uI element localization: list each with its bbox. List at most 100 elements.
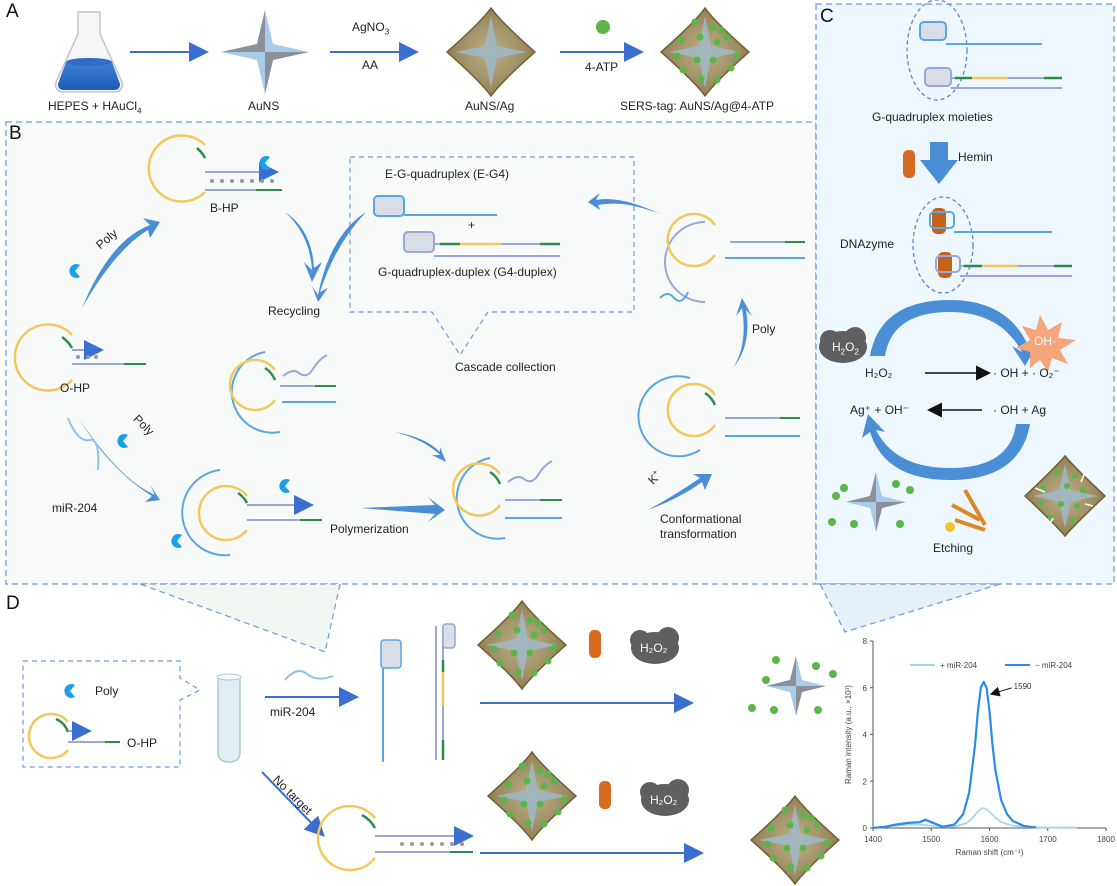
c-g4-duplex	[924, 67, 1062, 89]
x-tick-label: 1500	[922, 835, 940, 844]
label-conformational-1: Conformational	[660, 512, 742, 526]
label-plus: +	[468, 218, 476, 232]
panel-c-letter: C	[820, 6, 834, 27]
d-o-hp-bottom	[316, 804, 474, 872]
c-e-g4	[919, 21, 1042, 45]
o-hp-hairpin	[13, 323, 146, 392]
big-arrow-conformational	[648, 474, 712, 510]
d-mir-strand	[284, 670, 334, 681]
h2o2-h: H	[832, 340, 841, 354]
y-tick-label: 6	[863, 684, 868, 693]
etched-nanostar-icon	[828, 472, 914, 532]
d-etched-nanostar	[748, 656, 837, 716]
legend-label: − miR-204	[1035, 661, 1073, 670]
label-o-hp: O-HP	[60, 381, 90, 395]
right-hairpin-bottom	[637, 375, 800, 458]
polymerase-icon	[259, 156, 270, 171]
arrow-no-target	[261, 771, 325, 837]
label-reaction1-right: · OH + · O₂⁻	[993, 366, 1060, 380]
c-dnazyme-1	[929, 208, 1052, 234]
test-tube-icon	[216, 673, 242, 763]
label-oh-burst: OH·	[1034, 334, 1056, 348]
x-tick-label: 1700	[1039, 835, 1057, 844]
label-polymerization: Polymerization	[330, 522, 409, 536]
polymerase-icon	[171, 534, 182, 548]
panel-b-letter: B	[9, 123, 22, 144]
callout-c-to-chart	[819, 583, 1001, 633]
label-d-mir-204: miR-204	[270, 705, 316, 719]
x-tick-label: 1600	[981, 835, 999, 844]
h2o2-cloud-icon	[640, 779, 689, 816]
cascade-box	[349, 156, 635, 357]
aunsag-particle-icon	[445, 6, 537, 98]
h2o2-sub2: 2	[854, 347, 859, 357]
big-arrow-recycling-1	[285, 212, 322, 282]
oh-burst-icon	[1016, 315, 1076, 372]
label-e-g4: E-G-quadruplex (E-G4)	[385, 167, 510, 181]
d-sers-tag-result	[749, 794, 841, 886]
label-d-poly: Poly	[95, 684, 119, 698]
label-4atp: 4-ATP	[585, 60, 619, 74]
polymerase-icon	[64, 684, 75, 698]
vertical-e-g4	[380, 639, 402, 762]
mir-204-strand	[67, 417, 100, 471]
polymerase-icon	[279, 479, 290, 494]
y-tick-label: 4	[863, 731, 868, 740]
series-line-minus-mir	[872, 680, 1037, 830]
label-b-hp: B-HP	[210, 201, 239, 215]
annotation-arrow	[989, 686, 1012, 697]
label-sers-tag: SERS-tag: AuNS/Ag@4-ATP	[620, 99, 775, 113]
etched-sers-tag-icon	[1023, 454, 1107, 538]
y-tick-label: 0	[863, 824, 868, 833]
label-g4-moieties: G-quadruplex moieties	[872, 110, 993, 124]
label-hemin: Hemin	[958, 150, 993, 164]
label-agno3-sub: 3	[384, 27, 390, 37]
panel-d-letter: D	[6, 593, 20, 614]
annotation-label: 1590	[1014, 682, 1032, 691]
cycle-arrow-bottom	[862, 414, 1030, 480]
label-recycling: Recycling	[268, 304, 321, 318]
h2o2-cloud-icon	[630, 627, 679, 664]
panel-a-letter: A	[6, 1, 19, 22]
big-arrow-mir	[80, 420, 160, 502]
reagent-box	[22, 660, 202, 768]
label-g4-duplex: G-quadruplex-duplex (G4-duplex)	[378, 265, 557, 279]
hemin-icon	[589, 630, 601, 658]
bottom-hairpin	[181, 469, 322, 557]
chart-legend: + miR-204− miR-204	[910, 661, 1073, 670]
g4-duplex-structure	[403, 231, 560, 257]
label-mir-204: miR-204	[52, 501, 98, 515]
label-conformational-2: transformation	[660, 527, 737, 541]
polymerase-icon	[69, 264, 80, 278]
big-arrow-polymerization	[360, 497, 445, 522]
big-arrow-to-center	[395, 432, 446, 462]
label-hepes-sub: 4	[137, 106, 142, 116]
center-hairpin	[451, 457, 562, 540]
d-sers-tag-bottom	[486, 750, 578, 842]
label-d-o-hp: O-HP	[127, 736, 157, 750]
big-arrow-poly-up	[82, 218, 160, 308]
e-g4-structure	[373, 195, 497, 217]
label-reaction2-left: Ag⁺ + OH⁻	[850, 403, 910, 417]
x-tick-label: 1400	[864, 835, 882, 844]
d-sers-tag-top	[476, 599, 568, 691]
polymerase-icon	[117, 434, 128, 449]
h2o2-sub1: 2	[840, 347, 846, 357]
x-axis-label: Raman shift (cm⁻¹)	[956, 848, 1024, 857]
sers-tag-icon	[659, 6, 751, 98]
y-tick-label: 2	[863, 777, 868, 786]
y-tick-label: 8	[863, 637, 868, 646]
label-reaction1-left: H₂O₂	[865, 366, 893, 380]
d-o-hp-hairpin	[27, 712, 120, 760]
hemin-icon	[599, 781, 611, 809]
label-agno3: AgNO3	[352, 20, 389, 36]
callout-b-to-d	[139, 583, 341, 653]
label-poly-right: Poly	[752, 322, 776, 336]
label-agno3-main: AgNO	[352, 20, 385, 34]
label-cascade: Cascade collection	[455, 360, 556, 374]
label-dnazyme: DNAzyme	[840, 237, 895, 251]
label-aa: AA	[362, 58, 379, 72]
